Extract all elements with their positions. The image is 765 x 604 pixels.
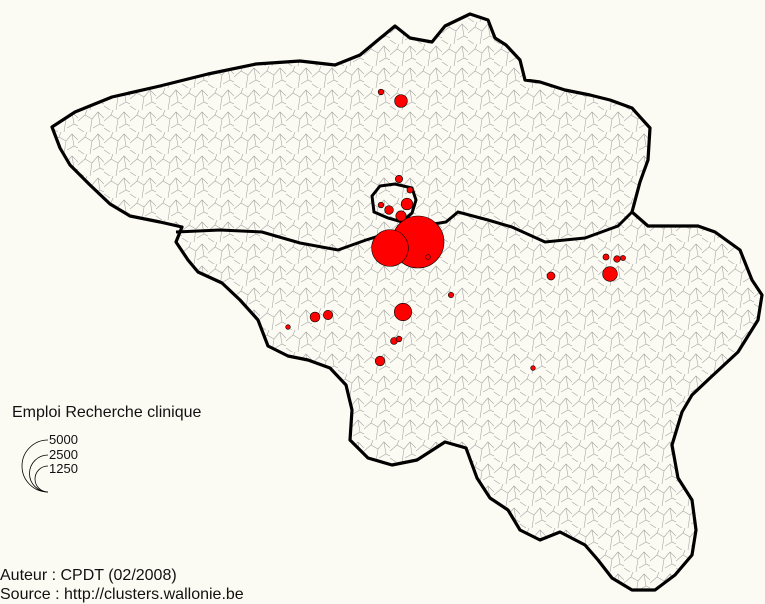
- symbol-seraing: [620, 255, 626, 261]
- symbol-liege-north: [602, 253, 610, 261]
- symbol-liege: [602, 266, 618, 282]
- symbol-herstal: [613, 255, 621, 263]
- symbol-anderlecht: [377, 201, 385, 209]
- symbol-jette: [384, 205, 394, 215]
- symbol-bruxelles-west: [371, 229, 409, 267]
- legend-value-2500: 2500: [49, 447, 78, 462]
- symbol-mons-west: [309, 311, 321, 323]
- legend-title: Emploi Recherche clinique: [12, 404, 202, 421]
- symbol-marche: [530, 365, 536, 371]
- symbol-wavre: [447, 291, 455, 299]
- symbol-charleroi-north: [393, 302, 412, 321]
- symbol-grimbergen: [395, 210, 407, 222]
- legend-value-5000: 5000: [49, 432, 78, 447]
- legend-circle-5000: [21, 439, 49, 493]
- symbols-layer: [285, 88, 626, 371]
- source-credit: Source : http://clusters.wallonie.be: [0, 586, 244, 603]
- country-outline: [50, 12, 764, 592]
- symbol-zaventem: [406, 186, 414, 194]
- brussels-region: [370, 182, 418, 224]
- symbol-mons: [323, 310, 333, 320]
- author-credit: Auteur : CPDT (02/2008): [0, 567, 177, 584]
- symbol-charleroi: [374, 355, 386, 367]
- legend-symbols: [21, 439, 49, 493]
- legend-circle-2500: [29, 454, 49, 493]
- symbol-ixelles: [425, 254, 431, 260]
- symbol-binche: [395, 335, 403, 343]
- symbol-antwerpen: [377, 88, 385, 96]
- symbol-vilvoorde: [400, 197, 414, 211]
- symbol-tournai: [285, 324, 291, 330]
- symbol-brussels-north: [395, 175, 403, 183]
- symbol-namur: [546, 271, 556, 281]
- legend-value-1250: 1250: [49, 461, 78, 476]
- legend-circle-1250: [34, 465, 49, 493]
- symbol-mechelen: [394, 94, 408, 108]
